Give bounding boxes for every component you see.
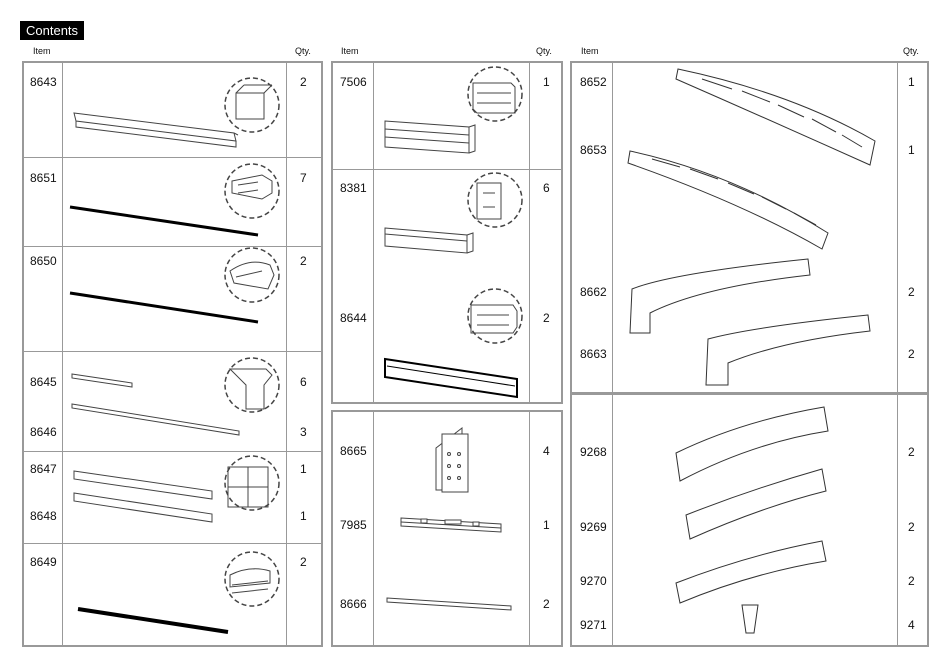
parts-panel-5: 9268 2 9269 2 9270 2 9271 4: [570, 393, 929, 647]
post-profile-illustration: [385, 228, 473, 253]
qty-header: Qty.: [295, 46, 311, 56]
parts-panel-3: 8665 4 7985 1 8666 2: [331, 410, 563, 647]
arched-bracket-illustration: [706, 315, 870, 385]
end-cap-illustration: [742, 605, 758, 633]
rubber-strip-illustration: [78, 609, 228, 632]
curved-panel-illustration: [676, 407, 828, 481]
thin-rod-illustration: [387, 598, 511, 610]
profile-detail-icon: [225, 248, 279, 302]
parts-panel-2: 7506 1 8381 6 8644 2: [331, 61, 563, 404]
beam-illustration: [74, 113, 238, 147]
profile-detail-icon: [468, 289, 522, 343]
curved-panel-illustration: [676, 541, 826, 603]
qty-header: Qty.: [536, 46, 552, 56]
gutter-illustration: [385, 359, 517, 397]
panel-2-drawings: [333, 63, 565, 406]
item-header: Item: [581, 46, 599, 56]
profile-detail-icon: [236, 93, 264, 119]
bracket-illustration: [436, 428, 468, 492]
long-rail-illustration: [72, 404, 239, 435]
channel-profile-illustration: [385, 121, 475, 153]
curved-rafter-illustration: [628, 151, 828, 249]
curved-rafter-illustration: [676, 69, 875, 165]
bar-connector-illustration: [401, 518, 501, 532]
item-header: Item: [341, 46, 359, 56]
short-rail-illustration: [72, 374, 132, 387]
contents-title: Contents: [20, 21, 84, 40]
rail-illustration: [74, 493, 212, 522]
profile-detail-icon: [225, 358, 279, 412]
rail-illustration: [74, 471, 212, 499]
parts-panel-1: 8643 2 8651 7 8650 2 8645 6 8646 3 8647 …: [22, 61, 323, 647]
panel-3-drawings: [333, 412, 565, 649]
item-header: Item: [33, 46, 51, 56]
panel-1-drawings: [24, 63, 324, 649]
qty-header: Qty.: [903, 46, 919, 56]
panel-5-drawings: [572, 395, 931, 649]
profile-detail-icon: [225, 552, 279, 606]
parts-panel-4: 8652 1 8653 1 8662 2 8663 2: [570, 61, 929, 394]
rod-illustration: [70, 207, 258, 322]
profile-detail-icon: [225, 456, 279, 510]
curved-panel-illustration: [686, 469, 826, 539]
panel-4-drawings: [572, 63, 931, 396]
arched-bracket-illustration: [630, 259, 810, 333]
